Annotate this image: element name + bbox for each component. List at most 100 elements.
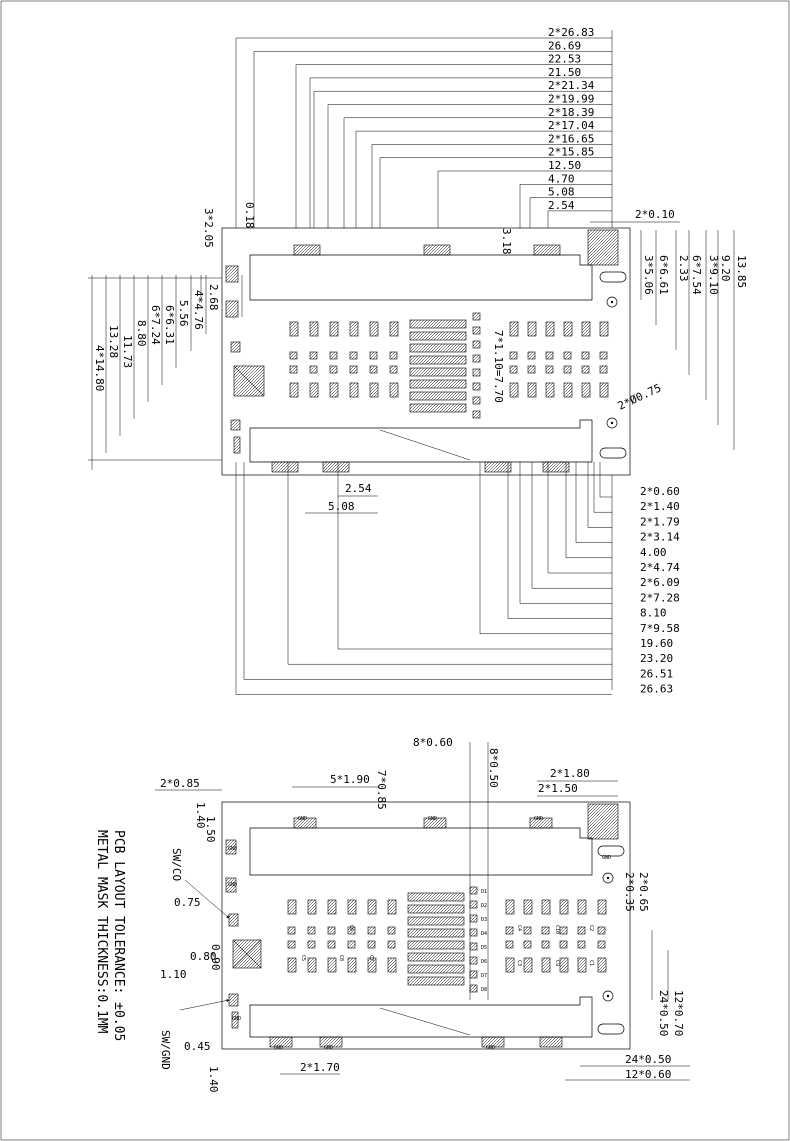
dim-left-v-0: 3*2.05 xyxy=(202,208,215,248)
comp-label-7: C8 xyxy=(338,955,344,961)
pin-label-1: GND xyxy=(428,816,437,822)
dim-left-v-10: 4*14.80 xyxy=(93,345,106,391)
dim-top-9: 2*15.85 xyxy=(548,146,594,159)
dim-left-v-5: 6*6.31 xyxy=(163,305,176,345)
dim-top-4: 2*21.34 xyxy=(548,79,595,92)
dim-right-v-4: 3*9.10 xyxy=(707,255,720,295)
dim-top-2: 22.53 xyxy=(548,53,581,66)
upper-connector xyxy=(249,254,593,301)
b-dim-top-6: 2*1.50 xyxy=(538,782,578,795)
dim-bot-4: 4.00 xyxy=(640,546,667,559)
pin-label-8: GND xyxy=(324,1045,333,1051)
comp-label-4: C5 xyxy=(300,955,306,961)
dim-top-0: 2*26.83 xyxy=(548,26,594,39)
dim-bot-12: 26.51 xyxy=(640,667,673,680)
dim-bot-9: 7*9.58 xyxy=(640,622,680,635)
comp-label-2: C3 xyxy=(516,960,522,966)
dim-top-6: 2*18.39 xyxy=(548,106,594,119)
pin-label-5: GND xyxy=(228,882,237,888)
dim-bot-7: 2*7.28 xyxy=(640,591,680,604)
lower-connector xyxy=(249,419,593,463)
b-dim-right-1: 2*0.35 xyxy=(623,872,636,912)
dim-bot-8: 8.10 xyxy=(640,607,667,620)
dim-top-10: 12.50 xyxy=(548,159,581,172)
comp-label-1: C2 xyxy=(588,925,594,931)
dim-right-v-5: 9.20 xyxy=(719,255,732,282)
note-mask: METAL MASK THICKNESS:0.1MM xyxy=(94,830,109,1034)
led-label-2: D3 xyxy=(481,917,487,923)
b-dim-bot-2: 12*0.60 xyxy=(625,1068,671,1081)
dim-mid-0: 3.18 xyxy=(500,228,513,255)
led-label-1: D2 xyxy=(481,903,487,909)
pin-label-2: GND xyxy=(534,816,543,822)
dim-left-v-7: 8.80 xyxy=(135,320,148,347)
dim-top-3: 21.50 xyxy=(548,66,581,79)
pin-label-4: GND xyxy=(228,846,237,852)
dim-mid-2: 2*Ø0.75 xyxy=(616,381,664,412)
pin-label-6: GND xyxy=(232,1016,241,1022)
dim-top-5: 2*19.99 xyxy=(548,93,594,106)
dim-bot-3: 2*3.14 xyxy=(640,531,680,544)
led-label-3: D4 xyxy=(481,931,487,937)
dim-left-v-2: 2.68 xyxy=(207,284,220,311)
dim-bot-small-1: 5.08 xyxy=(328,500,355,513)
dim-top-1: 26.69 xyxy=(548,39,581,52)
dim-top-11: 4.70 xyxy=(548,172,575,185)
dim-bot-10: 19.60 xyxy=(640,637,673,650)
dim-top-8: 2*16.65 xyxy=(548,132,594,145)
dim-bot-13: 26.63 xyxy=(640,683,673,696)
b-dim-left-7: 1.40 xyxy=(207,1066,220,1093)
b-dim-left-6: 0.45 xyxy=(184,1040,211,1053)
dim-left-v-4: 5.56 xyxy=(177,300,190,327)
callout-swco: SW/CO xyxy=(170,848,183,881)
comp-label-5: C6 xyxy=(348,925,354,931)
led-label-6: D7 xyxy=(481,973,487,979)
b-dim-left-3: 0.80 xyxy=(190,950,217,963)
comp-label-9: C10 xyxy=(554,925,560,934)
dim-bot-5: 2*4.74 xyxy=(640,561,680,574)
dim-right-v-6: 13.85 xyxy=(735,255,748,288)
dim-top-7: 2*17.04 xyxy=(548,119,595,132)
b-dim-left-5: 1.10 xyxy=(160,968,187,981)
dim-right-v-1: 6*6.61 xyxy=(657,255,670,295)
top-view xyxy=(221,227,631,476)
b-dim-right-0: 2*0.65 xyxy=(637,872,650,912)
dim-right-v-3: 6*7.54 xyxy=(690,255,703,295)
dim-bot-0: 2*0.60 xyxy=(640,485,680,498)
dim-right-v-0: 3*5.06 xyxy=(642,255,655,295)
dim-left-v-1: 0.18 xyxy=(243,202,256,229)
b-dim-right-2: 12*0.70 xyxy=(672,990,685,1036)
b-dim-bot-0: 2*1.70 xyxy=(300,1061,340,1074)
b-dim-top-0: 8*0.60 xyxy=(413,736,453,749)
b-dim-top-4: 2*0.85 xyxy=(160,777,200,790)
pin-label-9: GND xyxy=(486,1045,495,1051)
dim-top-13: 2.54 xyxy=(548,199,575,212)
pin-label-0: GND xyxy=(298,816,307,822)
dim-bot-2: 2*1.79 xyxy=(640,515,680,528)
led-label-0: D1 xyxy=(481,889,487,895)
dim-bot-6: 2*6.09 xyxy=(640,576,680,589)
comp-label-6: C7 xyxy=(368,955,374,961)
b-dim-left-0: 1.40 xyxy=(194,802,207,829)
dim-left-v-9: 13.28 xyxy=(107,325,120,358)
pin-label-3: GND xyxy=(602,855,611,861)
dim-left-v-3: 4*4.76 xyxy=(192,290,205,330)
b-dim-top-2: 7*0.85 xyxy=(375,770,388,810)
dim-right-v-2: 2.33 xyxy=(677,255,690,282)
dim-bot-1: 2*1.40 xyxy=(640,500,680,513)
b-dim-left-2: 0.75 xyxy=(174,896,201,909)
b-dim-top-1: 8*0.50 xyxy=(487,748,500,788)
led-label-5: D6 xyxy=(481,959,487,965)
dim-mid-1: 7*1.10=7.70 xyxy=(492,330,505,403)
dim-bot-11: 23.20 xyxy=(640,652,673,665)
b-dim-right-3: 24*0.50 xyxy=(657,990,670,1036)
dim-left-v-8: 11.73 xyxy=(121,335,134,368)
b-dim-bot-1: 24*0.50 xyxy=(625,1053,671,1066)
comp-label-0: C1 xyxy=(588,960,594,966)
note-tolerance: PCB LAYOUT TOLERANCE: ±0.05 xyxy=(111,830,126,1041)
comp-label-3: C4 xyxy=(516,925,522,931)
b-dim-left-4: 0.90 xyxy=(209,944,222,971)
dim-bot-small-0: 2.54 xyxy=(345,482,372,495)
